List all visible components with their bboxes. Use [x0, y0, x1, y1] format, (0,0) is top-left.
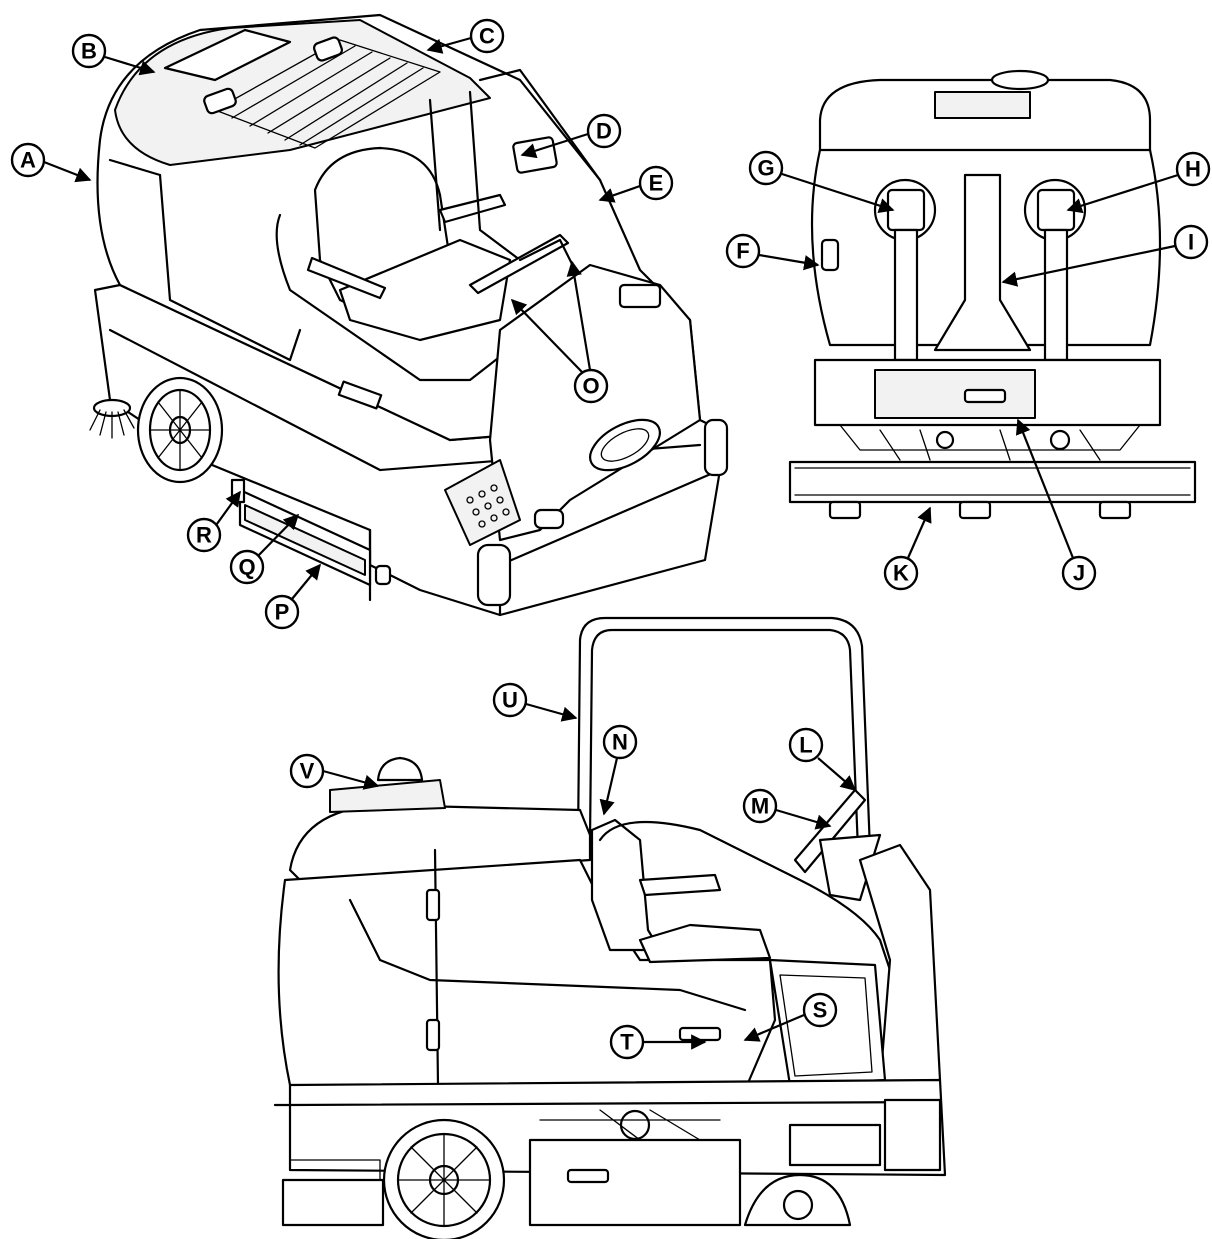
callout-p-label: P: [275, 600, 290, 625]
callout-d-label: D: [596, 119, 612, 144]
callout-o: O: [573, 368, 609, 404]
callout-u: U: [492, 682, 528, 718]
callout-g: G: [748, 150, 784, 186]
callouts: A B C D E F G H I J K O R: [10, 18, 1211, 1060]
callout-i: I: [1173, 224, 1209, 260]
callout-d: D: [586, 113, 622, 149]
callout-m: M: [742, 788, 778, 824]
callout-a: A: [10, 142, 46, 178]
callout-k-label: K: [893, 561, 909, 586]
callout-c: C: [469, 18, 505, 54]
callout-t-label: T: [620, 1030, 634, 1055]
callout-e: E: [638, 165, 674, 201]
callout-h: H: [1175, 151, 1211, 187]
callout-v-label: V: [300, 759, 315, 784]
hood-vent: [214, 39, 441, 149]
side-rear-wheel: [382, 1118, 506, 1239]
callout-s: S: [802, 992, 838, 1028]
callout-t: T: [609, 1024, 645, 1060]
isometric-view: [89, 13, 729, 617]
callout-r: R: [186, 517, 222, 553]
rear-wheel: [136, 376, 224, 484]
callout-v: V: [289, 753, 325, 789]
callout-c-label: C: [479, 24, 495, 49]
callout-r-label: R: [196, 523, 212, 548]
callout-s-label: S: [813, 998, 828, 1023]
callout-a-label: A: [20, 148, 36, 173]
callout-u-label: U: [502, 688, 518, 713]
floor-plate-holes: [466, 484, 510, 528]
callout-j-label: J: [1073, 561, 1085, 586]
rear-view: [788, 69, 1197, 520]
side-front-wheel: [743, 1173, 852, 1227]
operator-seat-side: [590, 818, 772, 964]
side-brush: [89, 398, 135, 439]
callout-k: K: [883, 555, 919, 591]
callout-g-label: G: [757, 156, 774, 181]
callout-l: L: [788, 727, 824, 763]
callout-b-label: B: [81, 39, 97, 64]
callout-b: B: [71, 33, 107, 69]
callout-n: N: [602, 724, 638, 760]
steering-wheel: [793, 788, 882, 902]
callout-q-label: Q: [238, 555, 255, 580]
callout-l-label: L: [799, 733, 812, 758]
callout-p: P: [264, 594, 300, 630]
callout-f: F: [725, 233, 761, 269]
callout-e-label: E: [649, 171, 664, 196]
callout-i-label: I: [1188, 230, 1194, 255]
operator-seat: [306, 146, 512, 342]
callout-q: Q: [229, 549, 265, 585]
callout-n-label: N: [612, 730, 628, 755]
callout-j: J: [1061, 555, 1097, 591]
callout-o-label: O: [582, 374, 599, 399]
callout-m-label: M: [751, 794, 769, 819]
side-view: [273, 616, 947, 1239]
callout-f-label: F: [736, 239, 749, 264]
callout-h-label: H: [1185, 157, 1201, 182]
